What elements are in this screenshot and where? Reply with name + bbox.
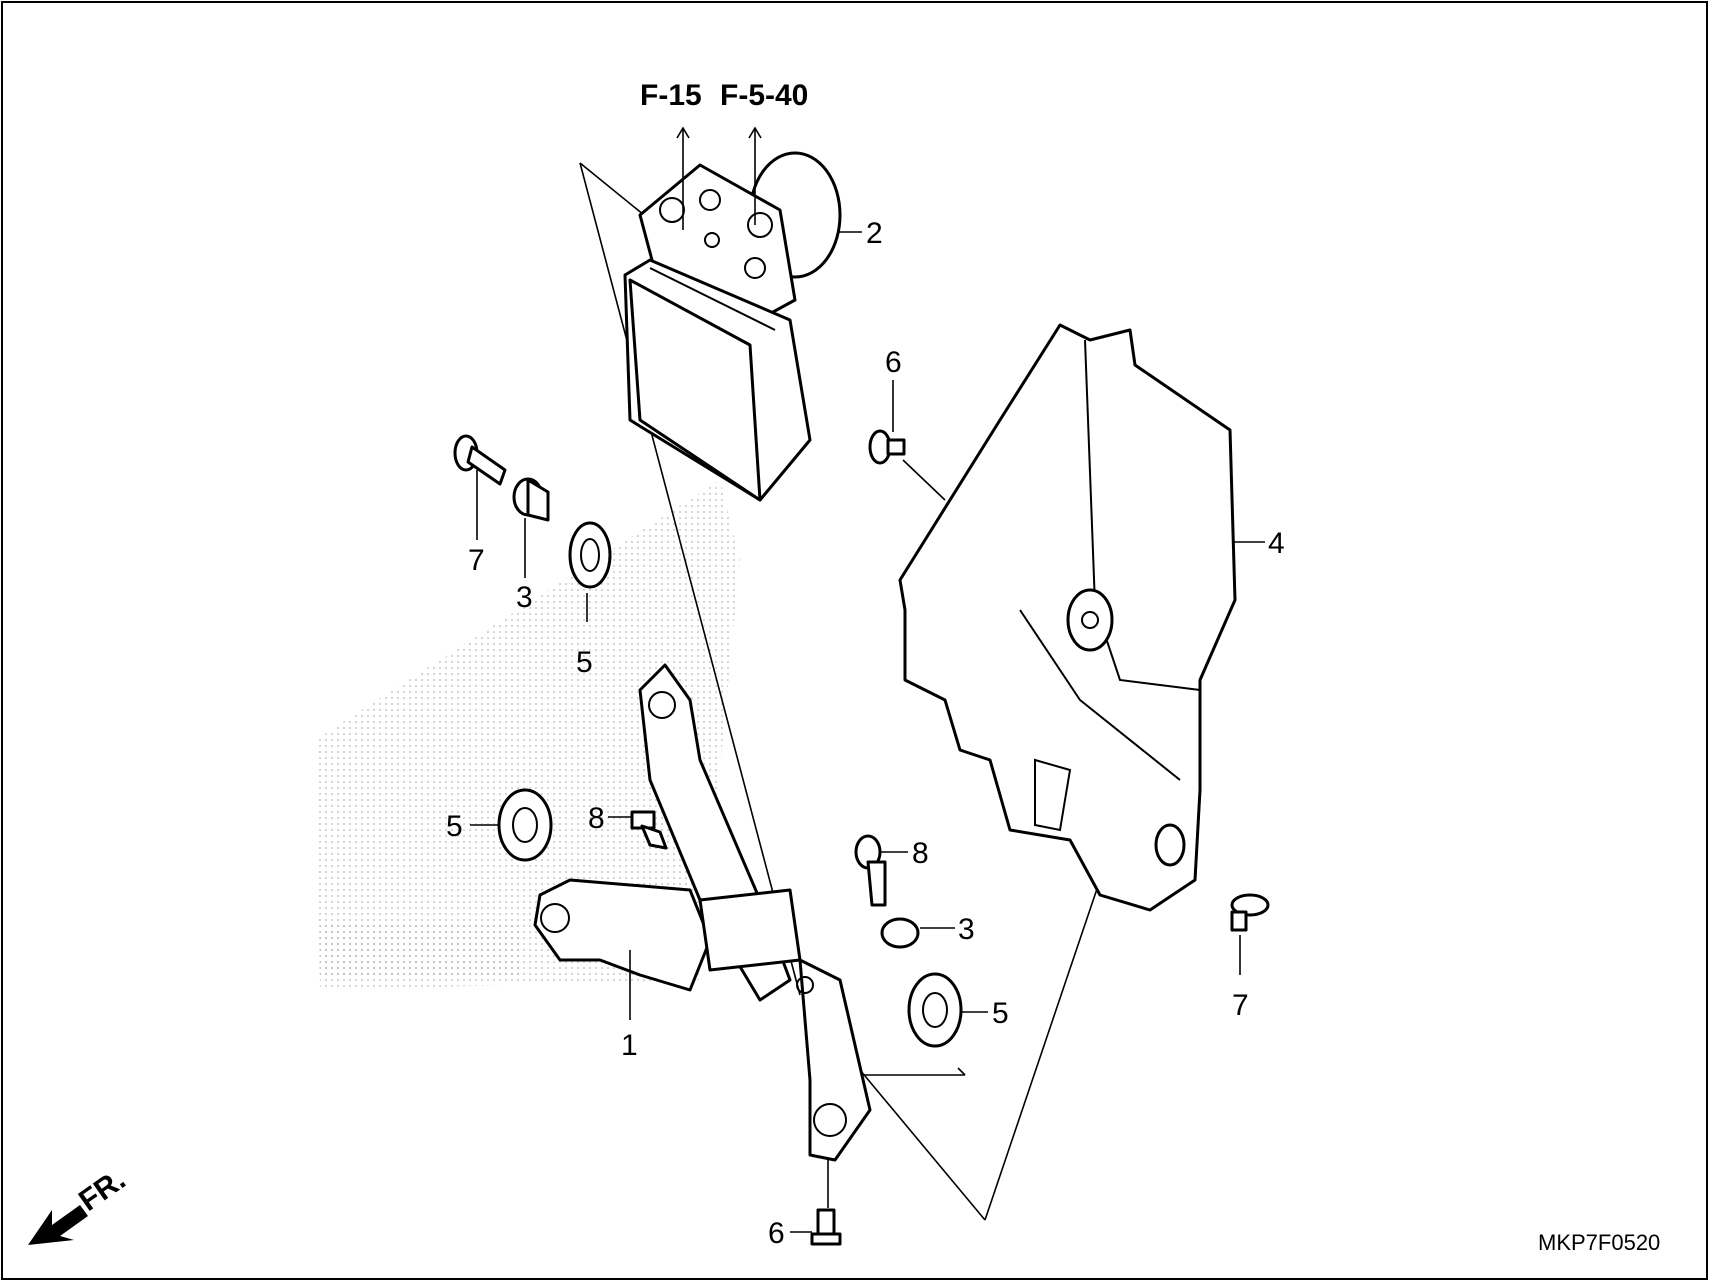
bolt-part-7-upper[interactable] (453, 434, 507, 486)
callout-6-upper: 6 (885, 346, 902, 379)
group-lines (579, 162, 1101, 1221)
bracket-part-1[interactable] (533, 663, 872, 1162)
callout-5-left: 5 (446, 810, 463, 843)
callout-6-lower: 7 (1232, 989, 1249, 1022)
callout-8-lower: 6 (768, 1217, 785, 1250)
collar-part-3-lower[interactable] (880, 917, 920, 949)
callout-3-upper: 3 (516, 581, 533, 614)
callout-4: 4 (1268, 527, 1285, 560)
callout-7-lower: 8 (912, 837, 929, 870)
diagram-code: MKP7F0520 (1538, 1230, 1660, 1255)
front-direction-arrow-icon (28, 1205, 88, 1245)
screw-part-6-lower[interactable] (1230, 893, 1270, 932)
callout-3-lower: 3 (958, 913, 975, 946)
reference-f-5-40[interactable]: F-5-40 (720, 79, 808, 112)
abs-modulator-part-2[interactable] (623, 151, 842, 502)
screw-part-6-upper[interactable] (868, 429, 906, 465)
collar-part-3-upper[interactable] (512, 477, 550, 522)
background-lettering-shape (320, 925, 520, 975)
grommet-part-5-left[interactable] (497, 788, 553, 862)
callout-2: 2 (866, 217, 883, 250)
bolt-part-8-upper[interactable] (630, 810, 668, 850)
grommet-part-5-right[interactable] (907, 972, 963, 1048)
background-hatching (315, 480, 740, 990)
callout-1: 1 (621, 1029, 638, 1062)
callout-5-upper: 5 (576, 646, 593, 679)
bolt-part-7-lower[interactable] (854, 834, 887, 907)
bolt-part-8-lower[interactable] (810, 1208, 842, 1246)
callout-7-upper: 7 (468, 544, 485, 577)
reference-f-15[interactable]: F-15 (640, 79, 702, 112)
grommet-part-5-upper[interactable] (568, 521, 612, 589)
callout-8-upper: 8 (588, 802, 605, 835)
cover-part-4[interactable] (898, 323, 1237, 912)
callout-5-right: 5 (992, 997, 1009, 1030)
leader-lines (470, 126, 1265, 1233)
